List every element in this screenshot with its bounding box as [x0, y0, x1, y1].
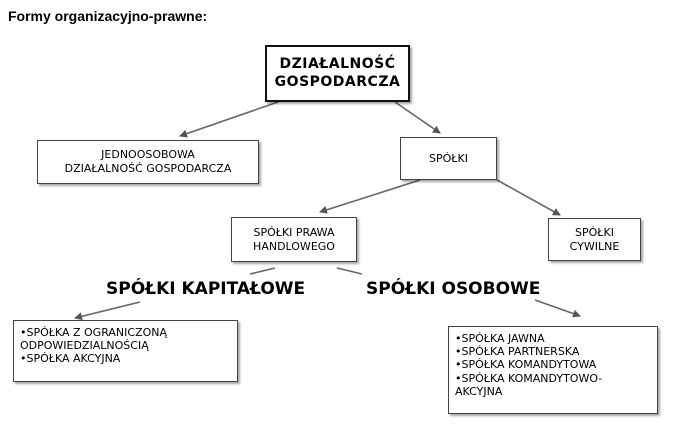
arrow-capital-to-list: [74, 301, 141, 321]
node-sole-proprietorship: JEDNOOSOBOWA DZIAŁALNOŚĆ GOSPODARCZA: [37, 140, 259, 184]
heading-capital-companies: SPÓŁKI KAPITAŁOWE: [106, 279, 306, 299]
node-civil-label: SPÓŁKI CYWILNE: [569, 225, 620, 253]
node-companies-label: SPÓŁKI: [429, 151, 468, 165]
list-item: •SPÓŁKA AKCYJNA: [20, 352, 121, 366]
node-commercial-companies: SPÓŁKI PRAWA HANDLOWEGO: [231, 217, 357, 262]
heading-personal-companies: SPÓŁKI OSOBOWE: [366, 279, 541, 299]
connector-commercial-to-personal: [336, 267, 363, 275]
list-item: •SPÓŁKA PARTNERSKA: [455, 345, 580, 359]
connector-commercial-to-capital: [249, 267, 276, 275]
node-sole-label: JEDNOOSOBOWA DZIAŁALNOŚĆ GOSPODARCZA: [64, 148, 232, 175]
list-item: •SPÓŁKA Z OGRANICZONĄ ODPOWIEDZIALNOŚCIĄ: [20, 326, 168, 353]
arrow-companies-to-civil: [496, 179, 561, 216]
node-civil-companies: SPÓŁKI CYWILNE: [548, 218, 641, 261]
node-commercial-label: SPÓŁKI PRAWA HANDLOWEGO: [253, 225, 335, 253]
list-item: •SPÓŁKA KOMANDYTOWO- AKCYJNA: [455, 371, 603, 398]
node-root-label: DZIAŁALNOŚĆ GOSPODARCZA: [274, 56, 401, 90]
arrow-root-to-companies: [394, 101, 441, 134]
capital-companies-list: •SPÓŁKA Z OGRANICZONĄ ODPOWIEDZIALNOŚCIĄ…: [13, 320, 238, 382]
arrow-companies-to-commercial: [319, 179, 421, 214]
node-companies: SPÓŁKI: [400, 137, 497, 180]
personal-companies-list: •SPÓŁKA JAWNA •SPÓŁKA PARTNERSKA •SPÓŁKA…: [448, 326, 658, 414]
node-root: DZIAŁALNOŚĆ GOSPODARCZA: [265, 45, 410, 102]
list-item: •SPÓŁKA KOMANDYTOWA: [455, 358, 597, 372]
arrow-root-to-sole: [179, 101, 279, 138]
arrow-personal-to-list: [534, 299, 581, 318]
list-item: •SPÓŁKA JAWNA: [455, 332, 545, 345]
page-title: Formy organizacyjno-prawne:: [8, 8, 208, 24]
